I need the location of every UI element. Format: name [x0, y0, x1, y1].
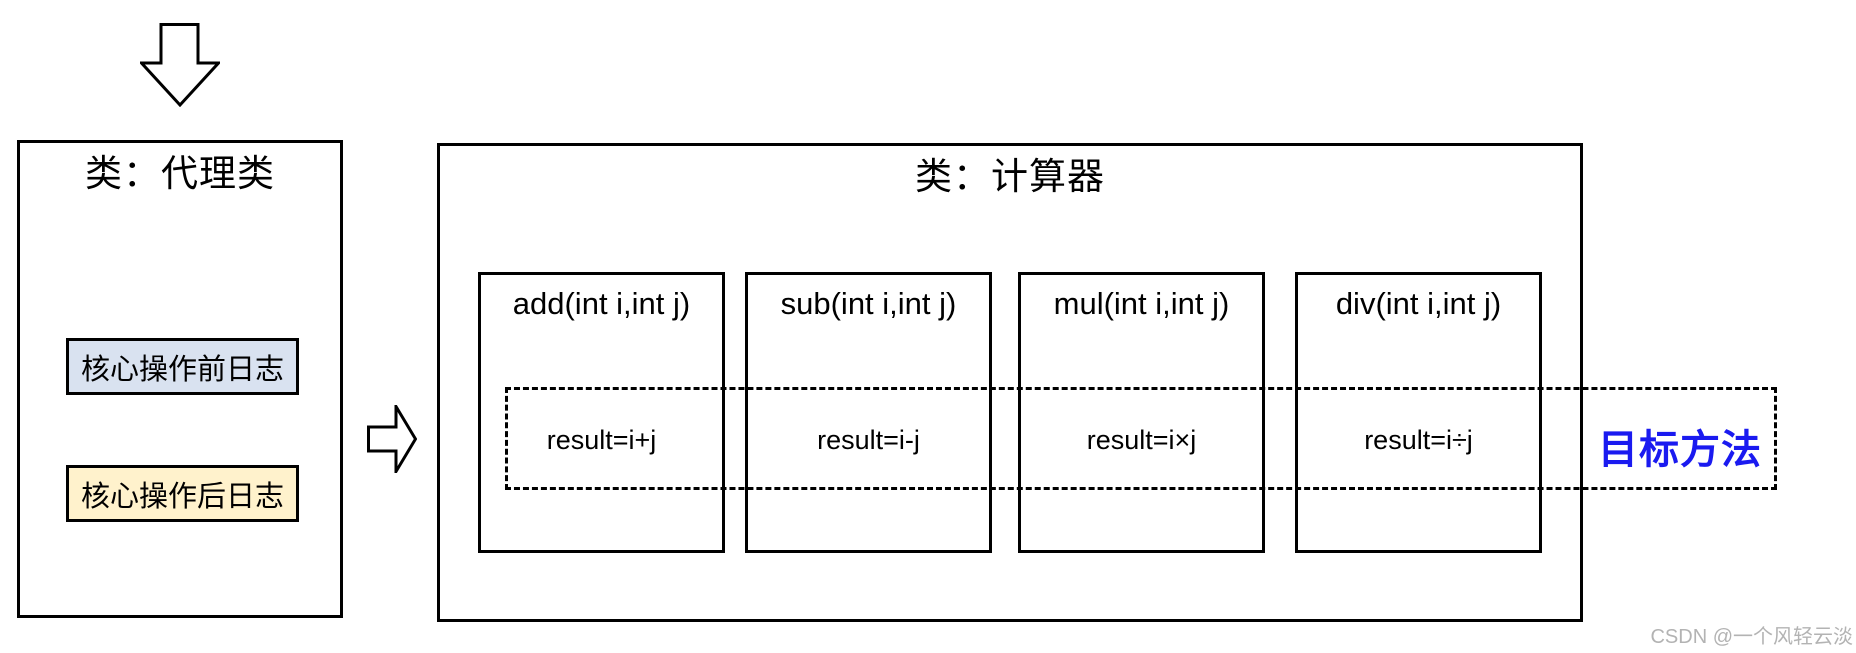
method-box-mul: mul(int i,int j) result=i×j: [1018, 272, 1265, 553]
method-signature: sub(int i,int j): [780, 286, 957, 321]
right-arrow-icon: [367, 405, 417, 473]
method-signature: div(int i,int j): [1335, 286, 1502, 321]
method-signature: add(int i,int j): [512, 286, 691, 321]
after-log-label: 核心操作后日志: [66, 465, 299, 522]
method-box-add: add(int i,int j) result=i+j: [478, 272, 725, 553]
down-arrow-icon: [140, 23, 220, 107]
method-body: result=i×j: [1086, 425, 1197, 455]
method-body: result=i+j: [546, 425, 657, 455]
target-method-label: 目标方法: [1598, 428, 1762, 472]
method-signature: mul(int i,int j): [1053, 286, 1230, 321]
proxy-class-box: 类：代理类 核心操作前日志 核心操作后日志: [17, 140, 343, 618]
calculator-class-title: 类：计算器: [915, 156, 1105, 197]
before-log-label: 核心操作前日志: [66, 338, 299, 395]
method-box-div: div(int i,int j) result=i÷j: [1295, 272, 1542, 553]
watermark-text: CSDN @一个风轻云淡: [1650, 626, 1853, 648]
method-box-sub: sub(int i,int j) result=i-j: [745, 272, 992, 553]
method-body: result=i÷j: [1364, 425, 1473, 455]
proxy-class-title: 类：代理类: [85, 153, 275, 194]
method-body: result=i-j: [817, 425, 920, 455]
